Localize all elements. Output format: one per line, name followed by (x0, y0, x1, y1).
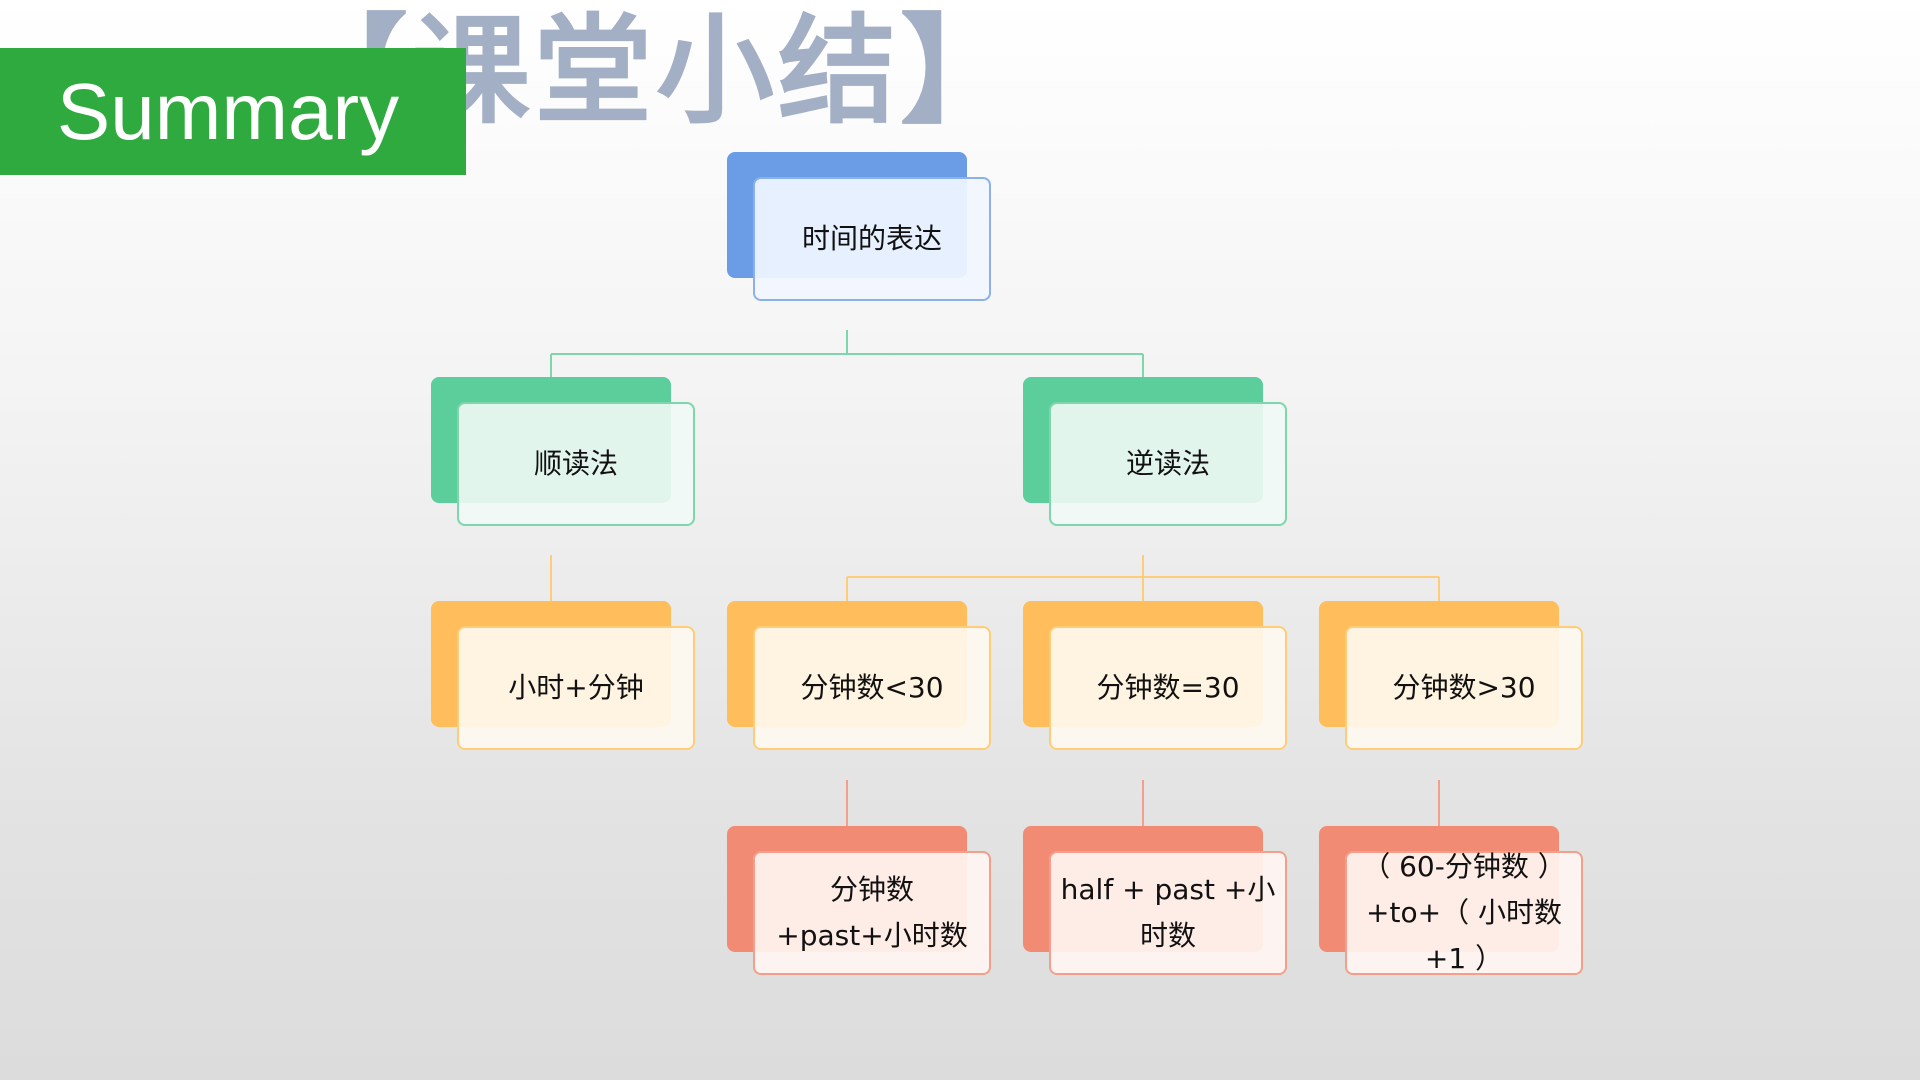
node-front-card: 逆读法 (1049, 402, 1287, 526)
node-front-card: 分钟数+past+小时数 (753, 851, 991, 975)
node-time-expression: 时间的表达 (727, 152, 993, 302)
node-front-card: 时间的表达 (753, 177, 991, 301)
node-minutes-greater-than-30: 分钟数>30 (1319, 601, 1585, 751)
node-label: 分钟数=30 (1096, 671, 1240, 704)
node-direct-reading: 顺读法 (431, 377, 697, 527)
node-rule-half-past: half + past +小时数 (1023, 826, 1289, 976)
node-rule-past: 分钟数+past+小时数 (727, 826, 993, 976)
node-label: 分钟数>30 (1392, 671, 1536, 704)
node-minutes-less-than-30: 分钟数<30 (727, 601, 993, 751)
connector-cases-to-rules (846, 780, 1440, 826)
node-label: 小时+分钟 (508, 671, 644, 704)
node-front-card: 分钟数<30 (753, 626, 991, 750)
node-front-card: 分钟数>30 (1345, 626, 1583, 750)
node-label: （ 60-分钟数 ）+to+（ 小时数+1 ） (1362, 850, 1566, 975)
node-label: 顺读法 (533, 447, 618, 480)
node-label: half + past +小时数 (1060, 873, 1276, 952)
node-front-card: 顺读法 (457, 402, 695, 526)
node-hour-plus-minute: 小时+分钟 (431, 601, 697, 751)
node-front-card: （ 60-分钟数 ）+to+（ 小时数+1 ） (1345, 850, 1583, 975)
node-reverse-reading: 逆读法 (1023, 377, 1289, 527)
node-front-card: 小时+分钟 (457, 626, 695, 750)
summary-banner-text: Summary (56, 66, 400, 156)
node-front-card: half + past +小时数 (1049, 851, 1287, 975)
summary-banner: Summary (0, 48, 466, 175)
node-minutes-equal-30: 分钟数=30 (1023, 601, 1289, 751)
node-rule-to: （ 60-分钟数 ）+to+（ 小时数+1 ） (1319, 826, 1585, 976)
node-label: 时间的表达 (801, 222, 942, 255)
node-label: 逆读法 (1125, 447, 1210, 480)
connector-methods-to-cases (550, 555, 1440, 601)
node-front-card: 分钟数=30 (1049, 626, 1287, 750)
node-label: 分钟数+past+小时数 (776, 873, 968, 952)
connector-root-to-methods (550, 330, 1144, 377)
node-label: 分钟数<30 (800, 671, 944, 704)
